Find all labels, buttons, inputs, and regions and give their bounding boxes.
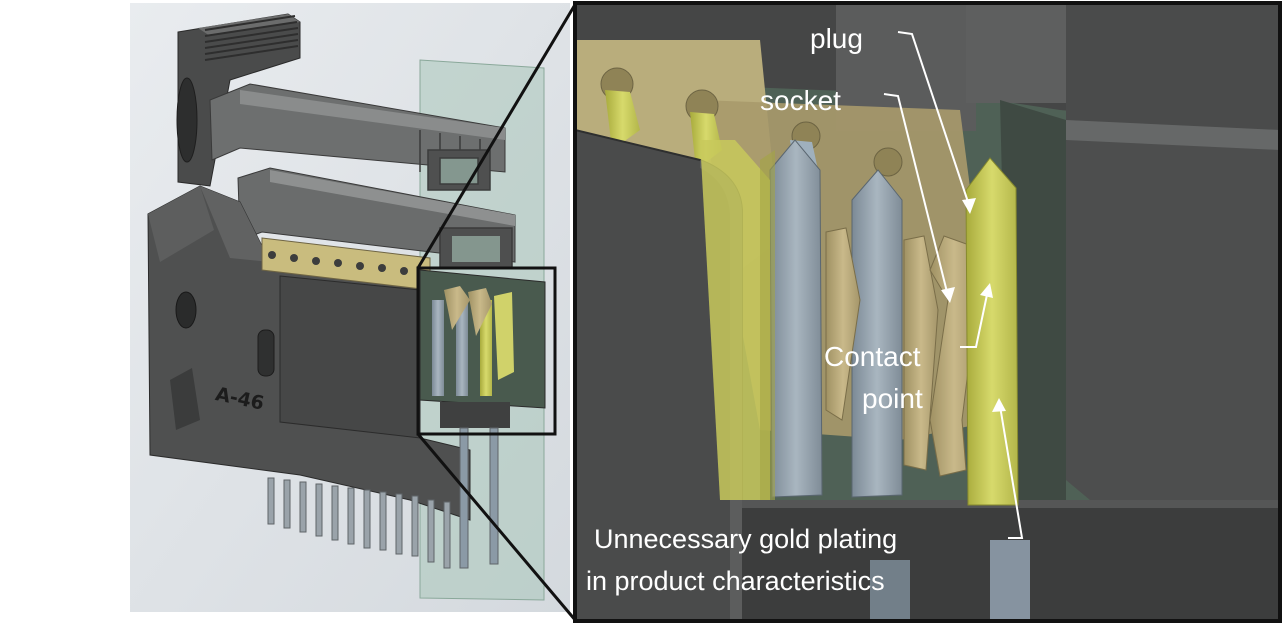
contact-point-label-line2: point — [862, 383, 923, 414]
blue-pin-1 — [769, 139, 823, 498]
overview-cutaway — [419, 269, 546, 428]
plug-arrow — [897, 31, 971, 209]
mounting-hole — [175, 291, 197, 329]
socket-arrow — [883, 93, 949, 297]
note-label-line2: in product characteristics — [586, 566, 885, 596]
gold-plating-arrow — [999, 405, 1024, 539]
zoom-line-top — [416, 2, 578, 269]
socket-spring-1 — [825, 227, 861, 421]
zoom-box — [416, 266, 557, 436]
contact-point-arrow — [960, 289, 989, 348]
socket-spring-3 — [929, 235, 979, 477]
zoom-line-bottom — [416, 433, 578, 622]
plug-label: plug — [810, 23, 863, 54]
socket-spring-2 — [903, 235, 939, 471]
zoom-view: plug socket Contact point Unnecessary go… — [575, 3, 1280, 621]
latch — [176, 13, 301, 187]
socket-label: socket — [760, 85, 841, 116]
note-label-line1: Unnecessary gold plating — [594, 524, 897, 554]
contact-point-label-line1: Contact — [824, 341, 921, 372]
overview-view: A-46 — [130, 2, 578, 622]
zoom-frame — [573, 1, 1282, 623]
pin-row — [267, 427, 499, 569]
blue-pin-2 — [851, 169, 903, 498]
gold-plug-pin — [965, 157, 1019, 506]
